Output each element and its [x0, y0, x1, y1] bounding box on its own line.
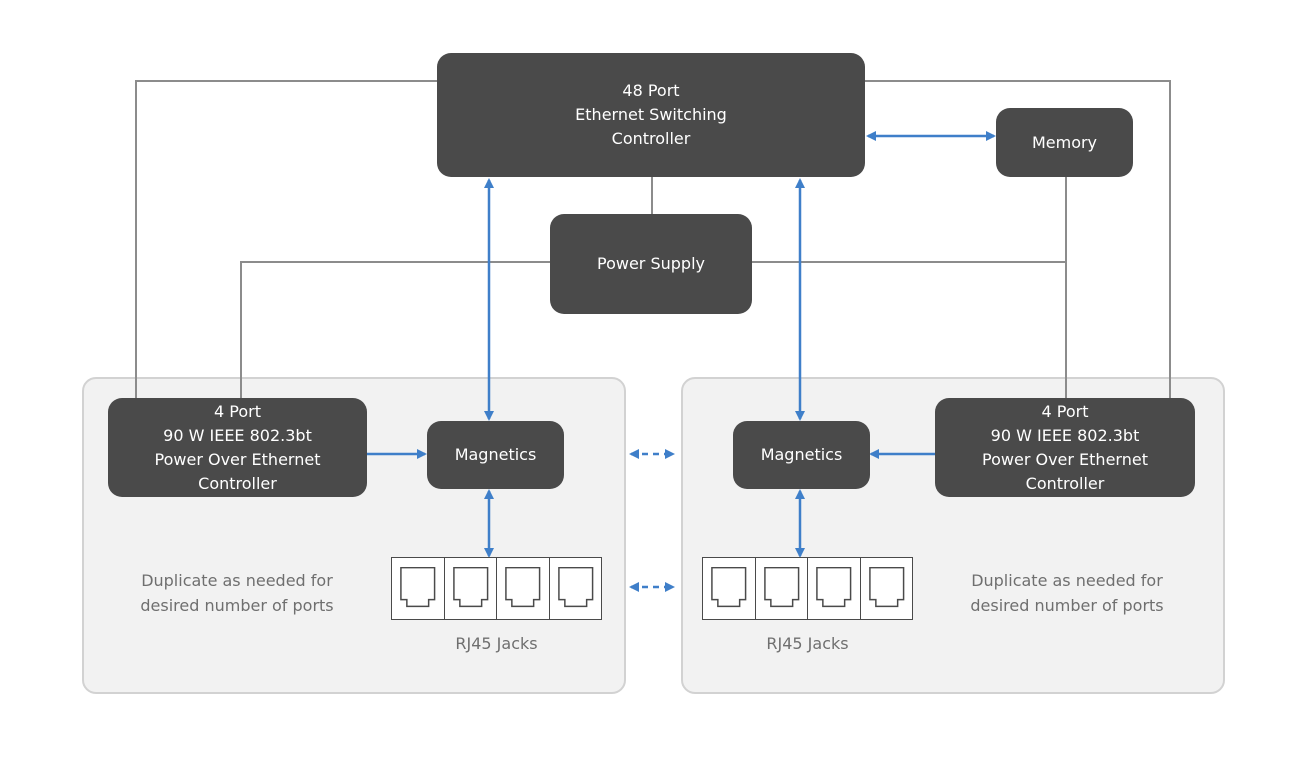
power-supply-to-left-poe-line	[240, 261, 551, 399]
rj45-port-icon	[711, 566, 747, 608]
ethernet-switching-controller-block: 48 Port Ethernet Switching Controller	[437, 53, 865, 177]
right-poe-line-1: 4 Port	[1041, 401, 1089, 421]
power-supply-label: Power Supply	[597, 254, 705, 273]
right-poe-line-2: 90 W IEEE 802.3bt	[990, 425, 1140, 445]
left-duplicate-note: Duplicate as needed for desired number o…	[110, 568, 364, 618]
memory-label: Memory	[1031, 132, 1098, 152]
left-magnetics-block: Magnetics	[427, 421, 564, 489]
rj45-jack	[497, 558, 550, 619]
rj45-jack	[392, 558, 445, 619]
rj45-port-icon	[816, 566, 852, 608]
left-note-line-1: Duplicate as needed for	[141, 571, 333, 590]
left-poe-line-4: Controller	[198, 473, 277, 493]
rj45-jack	[703, 558, 756, 619]
rj45-jack	[550, 558, 602, 619]
right-rj45-label: RJ45 Jacks	[766, 634, 849, 653]
left-rj45-label: RJ45 Jacks	[455, 634, 538, 653]
left-note-line-2: desired number of ports	[140, 596, 334, 615]
right-rj45-jacks	[702, 557, 913, 620]
rj45-port-icon	[505, 566, 541, 608]
controller-to-left-poe-line	[135, 80, 437, 399]
rj45-jack	[808, 558, 861, 619]
left-rj45-jacks	[391, 557, 602, 620]
right-duplicate-note: Duplicate as needed for desired number o…	[940, 568, 1194, 618]
right-note-line-2: desired number of ports	[970, 596, 1164, 615]
controller-to-right-poe-line	[865, 80, 1171, 399]
switch-controller-line-1: 48 Port	[622, 81, 680, 100]
left-poe-line-3: Power Over Ethernet	[154, 449, 321, 469]
left-poe-line-1: 4 Port	[214, 401, 261, 421]
power-supply-block: Power Supply	[550, 214, 752, 314]
rj45-port-icon	[868, 566, 904, 608]
rj45-port-icon	[400, 566, 436, 608]
right-poe-controller-block: 4 Port 90 W IEEE 802.3bt Power Over Ethe…	[935, 398, 1195, 497]
memory-block: Memory	[996, 108, 1133, 177]
right-poe-line-3: Power Over Ethernet	[982, 449, 1148, 469]
right-note-line-1: Duplicate as needed for	[971, 571, 1163, 590]
rj45-jack	[756, 558, 808, 619]
rj45-port-icon	[763, 566, 799, 608]
right-magnetics-label: Magnetics	[760, 445, 843, 464]
rj45-port-icon	[557, 566, 593, 608]
data-arrows	[367, 131, 996, 592]
switch-controller-line-3: Controller	[611, 129, 691, 148]
rj45-jack	[445, 558, 497, 619]
right-poe-line-4: Controller	[1025, 473, 1105, 493]
rj45-jack	[861, 558, 913, 619]
rj45-port-icon	[452, 566, 488, 608]
left-poe-line-2: 90 W IEEE 802.3bt	[163, 425, 312, 445]
left-poe-controller-block: 4 Port 90 W IEEE 802.3bt Power Over Ethe…	[108, 398, 367, 497]
left-magnetics-label: Magnetics	[454, 445, 537, 464]
switch-controller-line-2: Ethernet Switching	[575, 105, 727, 124]
right-magnetics-block: Magnetics	[733, 421, 870, 489]
